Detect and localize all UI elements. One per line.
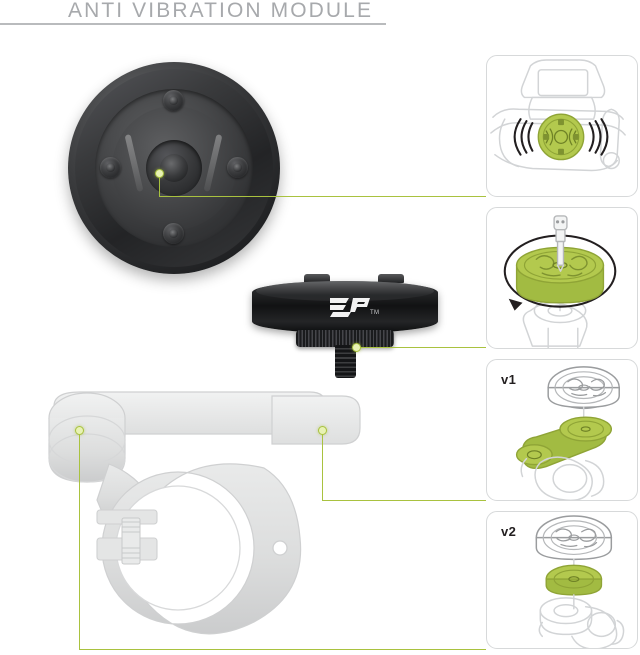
bolt-head — [553, 215, 568, 231]
gps-computer-outline — [520, 59, 606, 99]
vibration-module-disc — [537, 113, 585, 161]
disc-hub-core — [160, 154, 188, 182]
vibration-waves-right — [588, 118, 609, 156]
v2-base-body — [539, 609, 593, 636]
sp-brand-logo-icon — [330, 298, 370, 317]
callout-4-horizontal — [79, 649, 486, 651]
trademark-symbol: TM — [370, 310, 380, 316]
v1-clamp-body — [534, 456, 593, 501]
v2-base-seat — [539, 597, 593, 625]
v1-green-arm-tail — [515, 444, 553, 466]
panel-2-art — [503, 215, 617, 349]
disc-screw-left — [100, 157, 121, 178]
callout-2-horizontal — [357, 347, 486, 349]
v2-clamp-bore — [586, 611, 617, 638]
mount-bolt-threads — [122, 521, 140, 559]
v1-disc-ring-2 — [562, 376, 606, 400]
callout-1-vertical — [159, 173, 161, 197]
disc-screw-bottom — [163, 223, 184, 244]
vibration-waves-left — [513, 118, 534, 156]
mount-right-head — [271, 395, 361, 445]
lever-pivot-outline — [602, 151, 620, 170]
panel-installed-view[interactable] — [486, 55, 638, 197]
bolt-head-dot-2 — [561, 220, 565, 224]
bolt-shaft — [556, 240, 565, 266]
mount-clamp-bolt — [121, 517, 141, 565]
callout-1-dot — [155, 169, 164, 178]
panel-1-art — [490, 59, 626, 172]
gps-screen-outline — [537, 69, 589, 97]
disc-screw-right — [227, 157, 248, 178]
v1-disc-center — [578, 384, 590, 391]
rotation-arrowhead — [508, 298, 523, 311]
panel-screw-assembly[interactable] — [486, 207, 638, 349]
header: ANTI VIBRATION MODULE — [0, 0, 640, 30]
panel-version-1[interactable]: v1 — [486, 359, 638, 501]
v1-clamp-tab — [520, 457, 528, 478]
v2-disc-ring-2 — [550, 525, 598, 551]
v1-clamp-hook — [584, 459, 605, 497]
v2-spacer-ring — [553, 569, 595, 589]
gps-lower-body — [528, 96, 596, 120]
module-disc-hub — [553, 129, 569, 144]
panel-3-label: v1 — [501, 372, 517, 387]
green-module-top-pattern — [535, 255, 588, 277]
v1-arm-tail-bore — [526, 450, 542, 460]
bolt-collar — [555, 229, 566, 243]
panel-4-art — [535, 515, 625, 649]
disc-screw-top — [163, 90, 184, 111]
page-title: ANTI VIBRATION MODULE — [68, 0, 374, 22]
v2-white-disc-side — [535, 536, 613, 561]
anti-vibration-disc-product — [68, 62, 280, 274]
callout-1-horizontal — [159, 196, 486, 198]
module-disc-screws — [543, 119, 579, 155]
callout-2-dot — [352, 343, 361, 352]
v2-clamp-hook — [610, 619, 625, 645]
v2-base-bore — [553, 604, 579, 618]
callout-3-horizontal — [322, 500, 486, 502]
v2-disc-center — [568, 534, 580, 541]
callout-4-vertical — [79, 430, 81, 650]
mount-clamp-eyelet — [272, 540, 288, 556]
v2-disc-ring-1 — [542, 520, 606, 556]
callout-3-dot — [318, 426, 327, 435]
callout-4-dot — [75, 426, 84, 435]
mount-barrel-seam-1 — [48, 415, 126, 465]
callout-3-vertical — [322, 430, 324, 501]
v2-spacer-bore — [568, 576, 580, 583]
panel-3-art — [515, 366, 620, 501]
bolt-tip — [556, 264, 565, 272]
v2-disc-pattern — [555, 528, 598, 548]
module-top-surface — [256, 281, 434, 301]
v1-disc-ring-1 — [554, 371, 613, 405]
assembly-bolt — [553, 215, 568, 272]
handlebar-left-bend — [498, 118, 520, 168]
sp-module-product: TM — [252, 272, 438, 390]
v2-clamp-tab — [538, 621, 543, 638]
v1-arm-head-bore — [580, 426, 591, 432]
bolt-head-dot-1 — [555, 220, 560, 224]
panel-version-2[interactable]: v2 — [486, 511, 638, 649]
v2-clamp-arm — [571, 605, 618, 649]
module-tab-right — [378, 274, 404, 283]
module-threaded-bolt — [335, 345, 356, 378]
module-knurled-ring — [296, 330, 394, 347]
panel-4-label: v2 — [501, 524, 517, 539]
v1-arm-head-ring — [567, 420, 605, 438]
title-underline — [0, 23, 386, 25]
handlebar-mount-outline — [48, 391, 361, 635]
module-tab-left — [304, 274, 330, 283]
v1-clamp-bore — [552, 463, 588, 493]
mount-barrel-seam-2 — [48, 433, 126, 483]
brake-lever-outline — [599, 108, 620, 168]
